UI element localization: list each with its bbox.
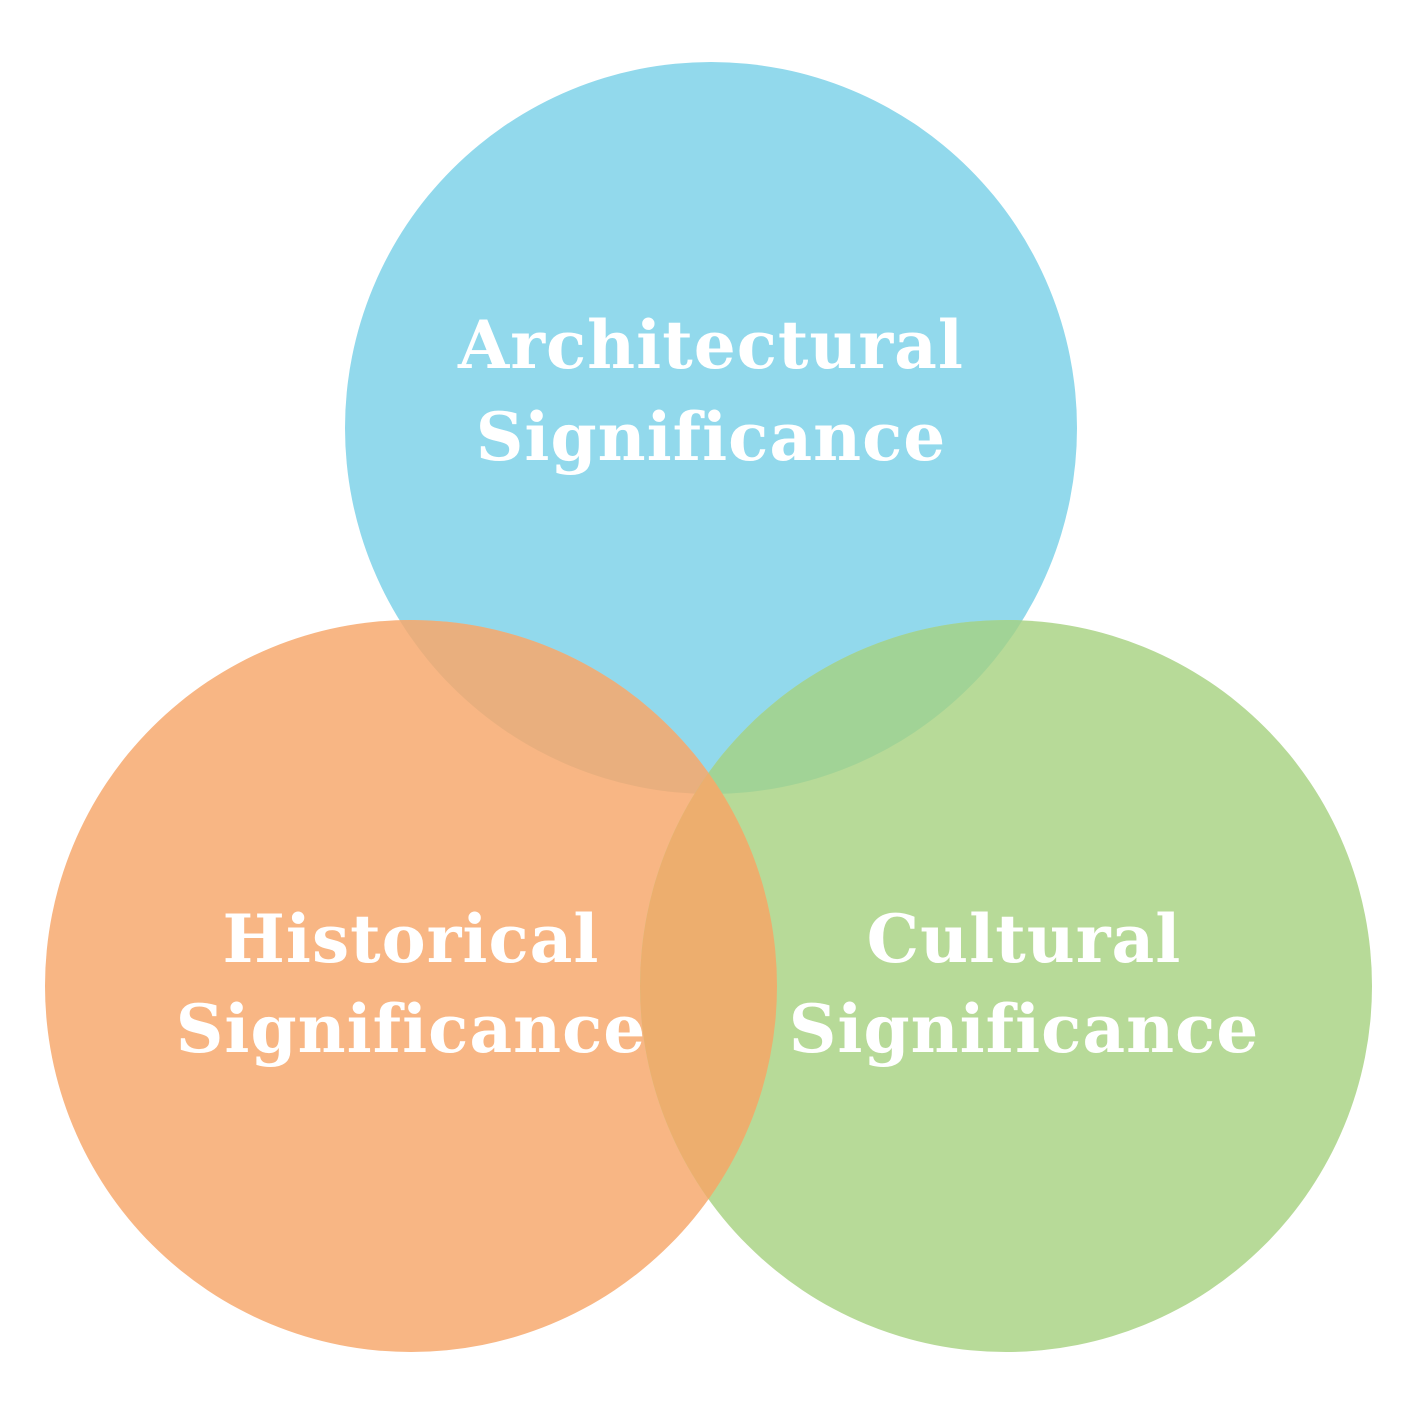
architectural-label-line2: Significance (476, 398, 947, 476)
architectural-label-line1: Architectural (457, 306, 964, 384)
cultural-label-line2: Significance (789, 990, 1260, 1068)
historical-circle (45, 620, 777, 1352)
historical-label-line1: Historical (223, 900, 600, 978)
cultural-circle (640, 620, 1372, 1352)
cultural-label-line1: Cultural (867, 900, 1182, 978)
architectural-circle (345, 62, 1077, 794)
historical-label-line2: Significance (176, 990, 647, 1068)
